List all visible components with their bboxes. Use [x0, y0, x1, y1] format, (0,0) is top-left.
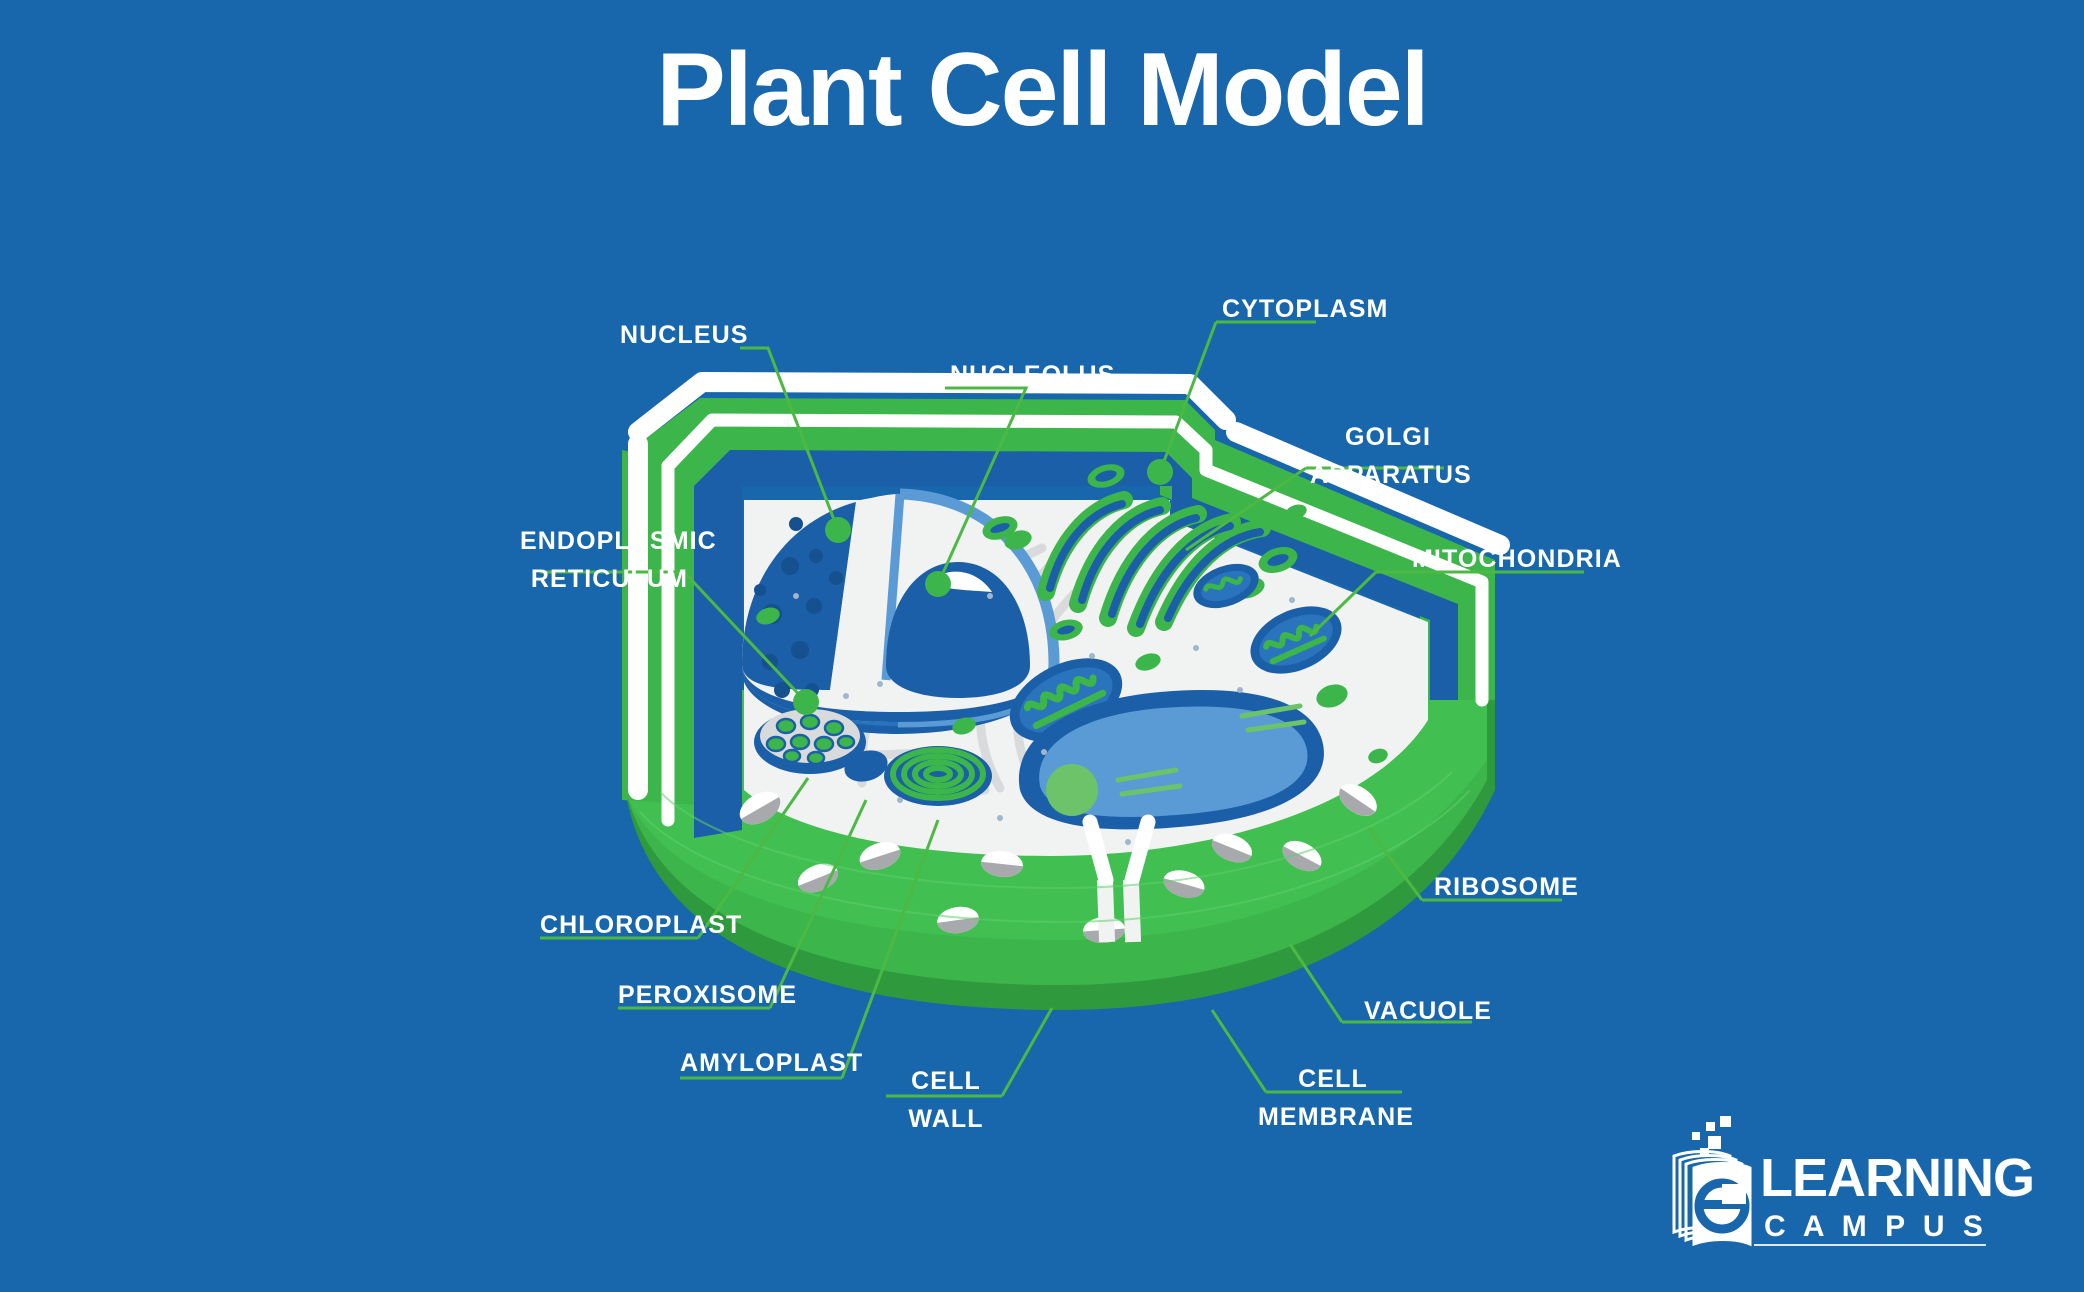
logo-campus-text: C A M P U S: [1764, 1210, 1988, 1243]
mitochondrion-left: [1009, 658, 1123, 742]
label-nucleus-line-1: NUCLEUS: [620, 321, 749, 349]
cell-membrane-inner: [661, 413, 1489, 827]
label-amyloplast-line-1: AMYLOPLAST: [680, 1049, 864, 1077]
label-cell-membrane-line-1: CELL: [1298, 1065, 1368, 1093]
micro-dots: [793, 593, 1295, 845]
mitochondrion-right: [1250, 606, 1342, 674]
label-golgi-line-1: GOLGI: [1344, 423, 1432, 451]
label-chloroplast-line-1: CHLOROPLAST: [540, 911, 743, 939]
label-ribosome: RIBOSOME: [1434, 868, 1579, 906]
label-vacuole-line-1: VACUOLE: [1364, 997, 1493, 1025]
label-cytoplasm: CYTOPLASM: [1222, 290, 1388, 328]
free-ribosomes: [756, 504, 1388, 764]
peroxisome: [844, 750, 888, 782]
label-cell-membrane-line-2: MEMBRANE: [1258, 1103, 1415, 1131]
label-ribosome-line-1: RIBOSOME: [1434, 873, 1579, 901]
mitochondrion-small: [1193, 563, 1259, 609]
label-chloroplast: CHLOROPLAST: [540, 906, 742, 944]
amyloplast: [884, 746, 992, 806]
page-title: Plant Cell Model: [656, 32, 1429, 148]
cell-wall-pillars: [1082, 814, 1156, 943]
label-golgi-apparatus: GOLGI APPARATUS: [1310, 418, 1472, 494]
vacuole: [1018, 690, 1324, 830]
label-golgi-line-2: APPARATUS: [1310, 461, 1472, 489]
nucleus: [742, 488, 1060, 734]
logo-learning-text: LEARNING: [1760, 1148, 2034, 1208]
logo-book-icon: [1672, 1150, 1752, 1247]
label-vacuole: VACUOLE: [1364, 992, 1492, 1030]
label-er-line-2: RETICULUM: [530, 565, 688, 593]
label-peroxisome: PEROXISOME: [618, 976, 797, 1014]
label-cell-wall-line-1: CELL: [911, 1067, 981, 1095]
label-peroxisome-line-1: PEROXISOME: [618, 981, 798, 1009]
label-mitochondria: MITOCHONDRIA: [1412, 540, 1622, 578]
label-cell-wall-line-2: WALL: [908, 1105, 984, 1133]
label-nucleus: NUCLEUS: [620, 316, 749, 354]
surface-contours: [639, 771, 1471, 924]
chloroplast: [754, 709, 866, 774]
label-endoplasmic-reticulum: ENDOPLASMIC RETICULUM: [520, 522, 717, 598]
cell-membrane-highlight: [628, 372, 1510, 800]
label-mitochondria-line-1: MITOCHONDRIA: [1412, 545, 1622, 573]
leader-dots: [793, 459, 1173, 715]
label-amyloplast: AMYLOPLAST: [680, 1044, 863, 1082]
label-cytoplasm-line-1: CYTOPLASM: [1222, 295, 1389, 323]
label-er-line-1: ENDOPLASMIC: [520, 527, 717, 555]
label-cell-wall: CELL WALL: [900, 1062, 992, 1138]
label-cell-membrane: CELL MEMBRANE: [1258, 1060, 1415, 1136]
leader-lines: [540, 320, 1584, 1098]
golgi-apparatus: [982, 464, 1298, 641]
elearning-campus-logo[interactable]: LEARNING C A M P U S: [1668, 1114, 2048, 1264]
logo-letter-e: [1694, 1178, 1750, 1234]
label-nucleolus-line-1: NUCLEOLUS: [950, 361, 1116, 389]
cytoplasm-band: [694, 450, 1458, 838]
label-nucleolus: NUCLEOLUS: [950, 356, 1115, 394]
